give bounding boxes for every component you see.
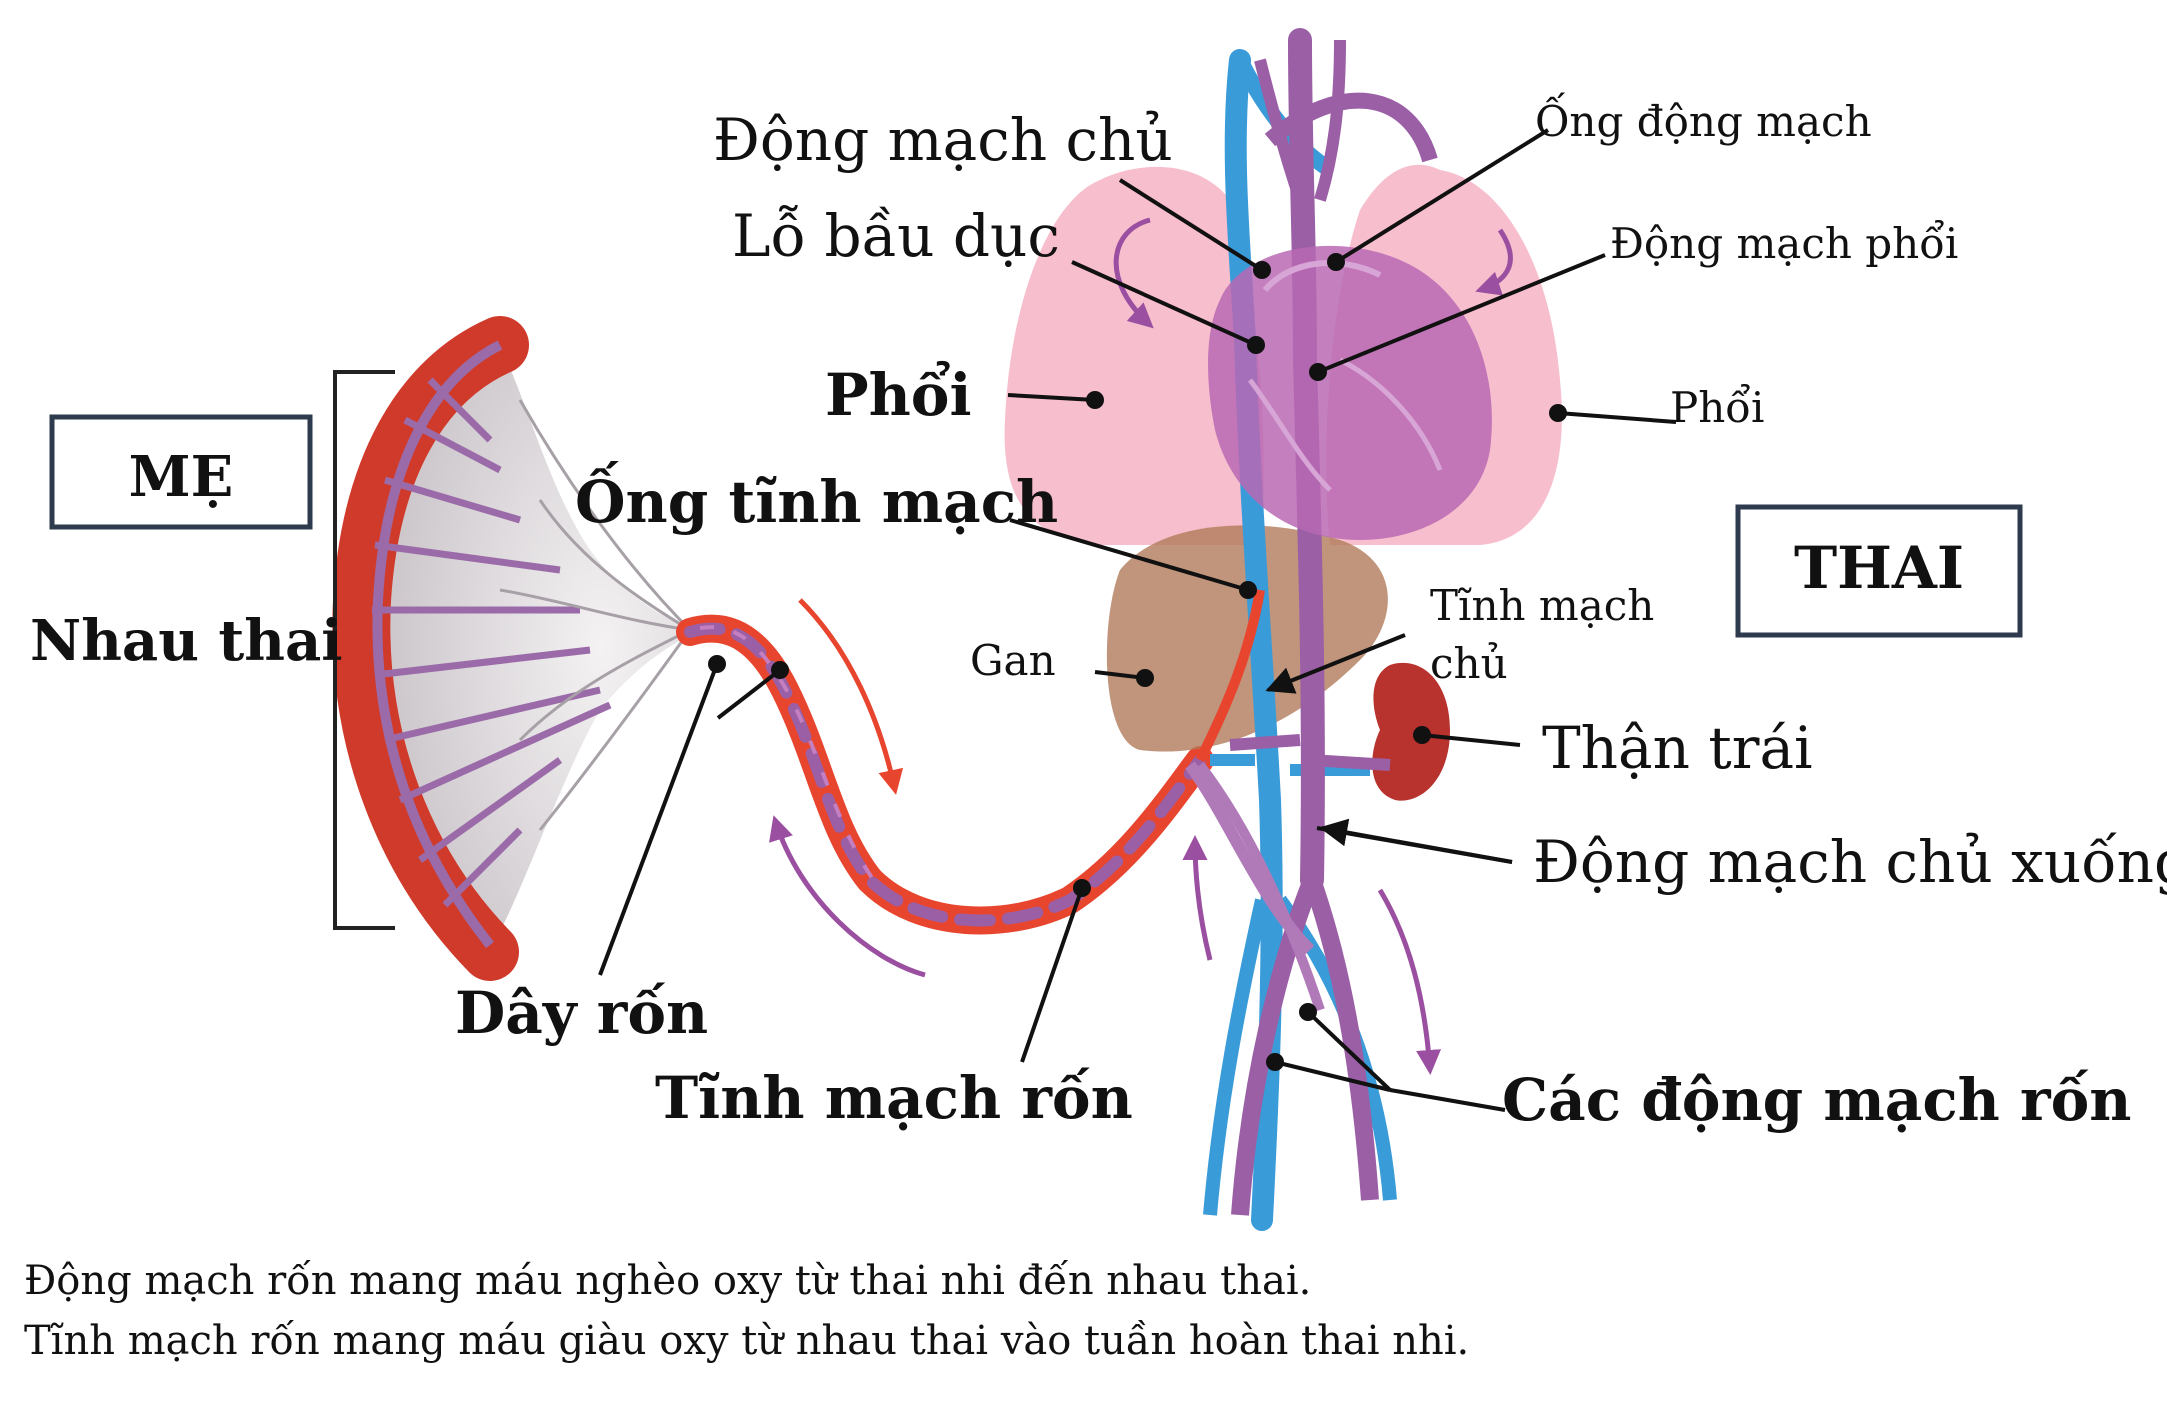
fetus-box-label: THAI: [1794, 534, 1964, 602]
label-placenta: Nhau thai: [30, 608, 343, 674]
label-ductus-arteriosus: Ống động mạch: [1535, 91, 1872, 146]
flow-arrow-purple-cord: [769, 815, 926, 978]
leader-dots: [708, 253, 1567, 1071]
placenta-bracket: [333, 370, 395, 930]
umbilical-cord-illustration: [676, 614, 1214, 935]
label-pulmonary-artery: Động mạch phổi: [1610, 219, 1958, 268]
label-liver: Gan: [970, 636, 1056, 685]
mother-box: [49, 414, 313, 530]
label-vena-cava-1: Tĩnh mạch: [1430, 581, 1654, 630]
placenta-illustration: [332, 316, 700, 981]
label-foramen-ovale: Lỗ bầu dục: [732, 202, 1060, 270]
label-umbilical-cord: Dây rốn: [455, 979, 708, 1047]
descending-aorta-pointer: [1319, 818, 1513, 864]
vessels-illustration: [1185, 28, 1438, 1231]
lung-flow-arrow-left: [1113, 217, 1154, 329]
lung-flow-arrow-right: [1475, 228, 1513, 296]
label-lung-left: Phổi: [825, 360, 972, 429]
label-umbilical-vein: Tĩnh mạch rốn: [655, 1064, 1133, 1132]
kidney-illustration: [1372, 662, 1450, 801]
label-lung-right: Phổi: [1670, 383, 1764, 432]
vena-cava-pointer: [1265, 633, 1406, 694]
label-aorta: Động mạch chủ: [713, 106, 1173, 174]
fetus-box: [1735, 504, 2023, 638]
label-descending-aorta: Động mạch chủ xuống: [1533, 828, 2167, 896]
flow-arrow-purple-up: [1182, 835, 1213, 961]
label-ductus-venosus: Ống tĩnh mạch: [575, 461, 1058, 536]
label-vena-cava-2: chủ: [1430, 639, 1508, 688]
mother-box-label: MẸ: [129, 444, 234, 510]
leader-lines: [598, 128, 1677, 1112]
flow-arrow-purple-down: [1377, 888, 1442, 1075]
label-left-kidney: Thận trái: [1542, 714, 1813, 782]
heart-illustration: [1208, 245, 1492, 540]
flow-arrow-red: [798, 598, 904, 795]
caption-line-1: Động mạch rốn mang máu nghèo oxy từ thai…: [24, 1258, 1312, 1304]
caption-line-2: Tĩnh mạch rốn mang máu giàu oxy từ nhau …: [24, 1318, 1470, 1364]
label-umbilical-arteries: Các động mạch rốn: [1502, 1066, 2131, 1134]
